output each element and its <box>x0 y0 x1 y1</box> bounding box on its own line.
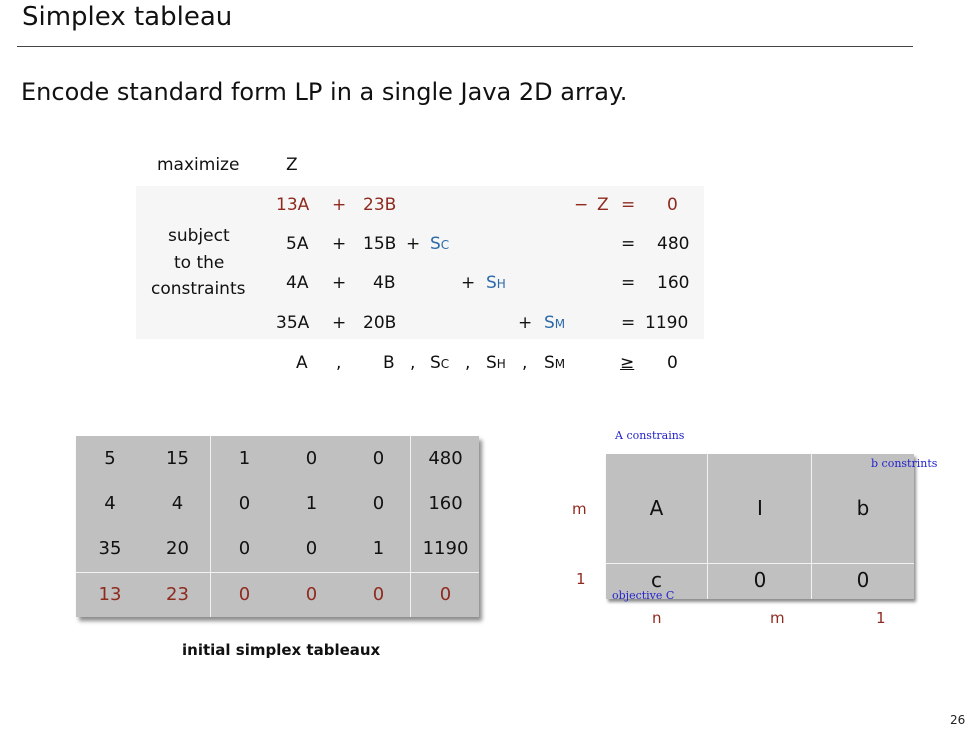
note-a-constrains: A constrains <box>615 429 685 442</box>
col-label-n: n <box>652 609 662 627</box>
initial-simplex-tableau: 5 15 1 0 0 480 4 4 0 1 0 160 35 20 0 0 1… <box>76 436 479 617</box>
tableau-cell-r2-c3: 0 <box>305 538 318 559</box>
tableau-cell-r3-c0: 13 <box>98 584 122 605</box>
nonneg-b: B <box>383 353 395 373</box>
tableau-cell-r2-c2: 0 <box>238 538 251 559</box>
slide-subtitle: Encode standard form LP in a single Java… <box>21 78 628 106</box>
tableau-cell-r1-c1: 4 <box>171 493 184 514</box>
tableau-cell-r3-c5: 0 <box>439 584 452 605</box>
tableau-cell-r0-c3: 0 <box>305 448 318 469</box>
schema-cell-I: I <box>757 496 763 520</box>
lp-r3-eq: = <box>621 273 636 293</box>
nonneg-sc: SC <box>430 353 450 373</box>
lp-r4-eq: = <box>621 313 636 333</box>
tableau-cell-r1-c2: 0 <box>238 493 251 514</box>
tableau-cell-r1-c0: 4 <box>104 493 116 514</box>
lp-r1-minus: − <box>574 195 589 215</box>
tableau-cell-r3-c3: 0 <box>305 584 318 605</box>
schema-cell-b: b <box>856 496 870 520</box>
lp-r3-b: 4B <box>373 273 396 293</box>
title-divider <box>17 46 913 47</box>
nonneg-comma3: , <box>465 353 471 373</box>
lp-r3-rhs: 160 <box>657 273 690 293</box>
tableau-cell-r3-c2: 0 <box>238 584 251 605</box>
tableau-cell-r2-c0: 35 <box>98 538 122 559</box>
tableau-cell-r0-c0: 5 <box>104 448 116 469</box>
lp-r4-plus: + <box>332 313 347 333</box>
slide-title: Simplex tableau <box>22 2 233 32</box>
schema-cell-zero-mid: 0 <box>753 568 767 592</box>
tableau-cell-r2-c5: 1190 <box>422 538 469 559</box>
note-objective-c: objective C <box>612 589 675 602</box>
lp-r4-a: 35A <box>276 313 310 333</box>
row-label-m: m <box>572 500 587 518</box>
tableau-cell-r3-c1: 23 <box>166 584 189 605</box>
nonneg-geq: ≥ <box>620 353 635 373</box>
schema-cell-A: A <box>649 496 664 520</box>
subject-label-line3: constraints <box>151 279 246 299</box>
tableau-cell-r1-c5: 160 <box>428 493 463 514</box>
lp-r1-plus: + <box>332 195 347 215</box>
lp-r2-eq: = <box>621 234 636 254</box>
lp-constraints-band <box>136 186 704 339</box>
lp-r1-rhs: 0 <box>667 195 678 215</box>
nonneg-rhs: 0 <box>667 353 678 373</box>
lp-r2-rhs: 480 <box>657 234 690 254</box>
tableau-cell-r0-c4: 0 <box>372 448 385 469</box>
lp-r4-rhs: 1190 <box>645 313 689 333</box>
lp-r2-a: 5A <box>286 234 309 254</box>
objective-variable: Z <box>286 155 298 175</box>
subject-label-line2: to the <box>174 253 225 273</box>
lp-r1-z: Z <box>597 195 609 215</box>
lp-r2-b: 15B <box>363 234 397 254</box>
lp-r2-slack: SC <box>430 234 450 254</box>
nonneg-a: A <box>296 353 308 373</box>
lp-r3-plus: + <box>332 273 347 293</box>
lp-r1-a: 13A <box>276 195 310 215</box>
lp-r1-eq: = <box>621 195 636 215</box>
nonneg-sm: SM <box>544 353 566 373</box>
schema-cell-zero-right: 0 <box>856 568 870 592</box>
row-label-1: 1 <box>576 570 586 588</box>
subject-label-line1: subject <box>168 226 230 246</box>
lp-r2-plus: + <box>332 234 347 254</box>
tableau-cell-r2-c4: 1 <box>372 538 385 559</box>
lp-r1-b: 23B <box>363 195 397 215</box>
lp-r4-b: 20B <box>363 313 397 333</box>
note-b-constraints: b constrints <box>871 457 938 470</box>
tableau-cell-r3-c4: 0 <box>372 584 385 605</box>
lp-r3-plus2: + <box>461 273 476 293</box>
tableau-caption: initial simplex tableaux <box>182 641 381 659</box>
page-number: 26 <box>950 713 966 727</box>
tableau-cell-r2-c1: 20 <box>166 538 189 559</box>
nonneg-sh: SH <box>486 353 507 373</box>
tableau-cell-r0-c5: 480 <box>428 448 463 469</box>
schema-cell-c: c <box>651 568 662 592</box>
tableau-cell-r1-c4: 0 <box>372 493 385 514</box>
maximize-label: maximize <box>157 155 240 175</box>
col-label-1: 1 <box>876 609 886 627</box>
tableau-cell-r1-c3: 1 <box>305 493 318 514</box>
lp-r3-a: 4A <box>286 273 309 293</box>
col-label-m: m <box>770 609 785 627</box>
tableau-schema: A I b c 0 0 <box>606 454 914 599</box>
tableau-cell-r0-c1: 15 <box>166 448 189 469</box>
nonneg-comma1: , <box>336 353 342 373</box>
nonneg-comma2: , <box>410 353 416 373</box>
lp-r4-slack: SM <box>544 313 566 333</box>
lp-r4-plus2: + <box>518 313 533 333</box>
tableau-cell-r0-c2: 1 <box>238 448 251 469</box>
lp-r3-slack: SH <box>486 273 507 293</box>
lp-r2-plus2: + <box>406 234 421 254</box>
nonneg-comma4: , <box>522 353 528 373</box>
